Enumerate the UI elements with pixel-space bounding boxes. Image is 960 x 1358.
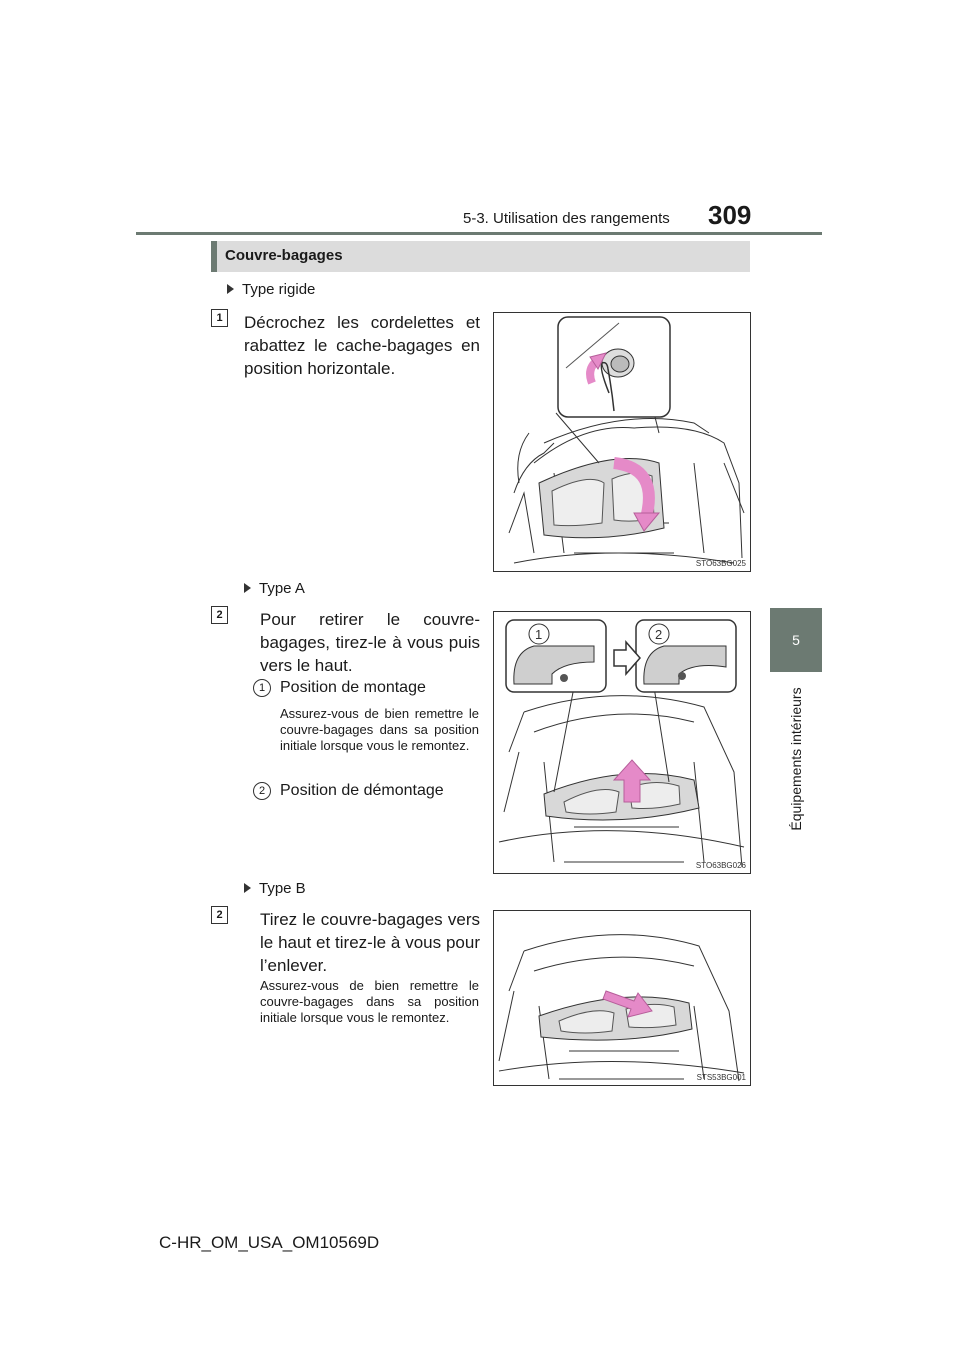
figure-callout-1: 1 — [535, 627, 542, 642]
item-note: Assurez-vous de bien remettre le couvre-… — [280, 706, 479, 753]
figure-type-b: STS53BG001 — [493, 910, 751, 1086]
step-note: Assurez-vous de bien remettre le couvre-… — [260, 978, 479, 1025]
step-number-box: 2 — [211, 906, 228, 924]
item-label: Position de démontage — [280, 782, 444, 799]
item-label: Position de montage — [280, 679, 426, 696]
callout-number: 2 — [253, 782, 271, 800]
step-instruction: Tirez le couvre-bagages vers le haut et … — [260, 910, 480, 975]
chapter-title-vertical: Équipements intérieurs — [788, 687, 804, 831]
callout-number: 1 — [253, 679, 271, 697]
figure-rigid-cover: STO63BG025 — [493, 312, 751, 572]
running-header-section: 5-3. Utilisation des rangements — [463, 210, 670, 227]
figure-code: STO63BG026 — [695, 861, 746, 870]
section-heading-bar: Couvre-bagages — [211, 241, 750, 272]
step-instruction: Décrochez les cordelettes et rabattez le… — [244, 313, 480, 378]
type-label-b: Type B — [244, 880, 306, 897]
figure-code: STO63BG025 — [695, 559, 746, 568]
figure-code: STS53BG001 — [696, 1073, 746, 1082]
figure-callout-2: 2 — [655, 627, 662, 642]
type-label-rigide: Type rigide — [227, 281, 315, 298]
header-rule — [136, 232, 822, 235]
step-number-box: 1 — [211, 309, 228, 327]
figure-type-a: 1 2 STO63BG026 — [493, 611, 751, 874]
step-number-box: 2 — [211, 606, 228, 624]
section-title: Couvre-bagages — [225, 247, 343, 264]
section-heading-accent — [211, 241, 217, 272]
chapter-tab: 5 — [770, 608, 822, 672]
type-label-a: Type A — [244, 580, 305, 597]
document-footer-code: C-HR_OM_USA_OM10569D — [159, 1233, 380, 1252]
page-number: 309 — [708, 200, 752, 230]
step-instruction: Pour retirer le couvre-bagages, tirez-le… — [260, 610, 480, 675]
